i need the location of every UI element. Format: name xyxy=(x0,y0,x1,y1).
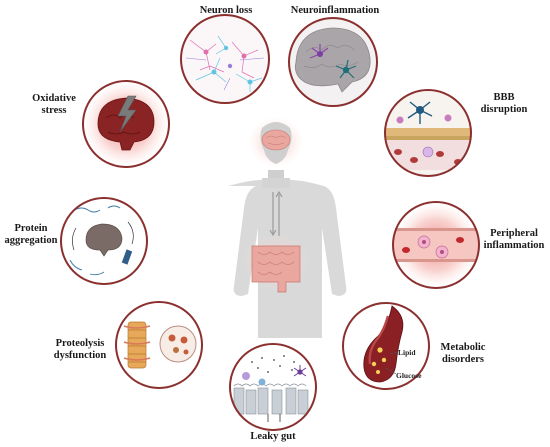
brain-in-head xyxy=(261,129,291,151)
proteolysis-dysfunction-label-line-1: Proteolysis xyxy=(55,338,105,349)
protein-aggregation-label: Protein aggregation xyxy=(3,223,59,247)
intestine-in-abdomen xyxy=(242,234,310,293)
bbb-disruption-label: BBB disruption xyxy=(474,92,534,116)
peripheral-inflammation-label: Peripheral inflammation xyxy=(482,228,546,252)
neuron-loss-label-line: Neuron loss xyxy=(199,5,253,16)
neuroinflammation-label: Neuroinflammation xyxy=(290,5,380,17)
human-body-figure xyxy=(228,116,347,338)
metabolic-disorders-label-line-2: disorders xyxy=(442,354,484,365)
leaky-gut-circle xyxy=(229,343,317,431)
protein-aggregation-label-line-1: Protein xyxy=(14,223,48,234)
peripheral-inflammation-label-line-2: inflammation xyxy=(483,240,545,251)
neuroinflammation-label-line: Neuroinflammation xyxy=(290,5,380,16)
oxidative-stress-label-line-2: stress xyxy=(41,105,67,116)
glucose-label: Glucose xyxy=(396,371,422,380)
leaky-gut-label: Leaky gut xyxy=(240,431,306,443)
neuroinflammation-circle xyxy=(288,17,378,107)
proteolysis-dysfunction-label: Proteolysis dysfunction xyxy=(48,338,112,362)
proteolysis-dysfunction-label-line-2: dysfunction xyxy=(53,350,107,361)
protein-aggregation-label-line-2: aggregation xyxy=(4,235,58,246)
protein-aggregation-circle xyxy=(60,197,148,285)
peripheral-inflammation-circle xyxy=(392,201,480,289)
metabolic-disorders-circle xyxy=(342,302,430,390)
oxidative-stress-circle xyxy=(82,80,170,168)
leaky-gut-label-line: Leaky gut xyxy=(250,431,296,442)
peripheral-inflammation-label-line-1: Peripheral xyxy=(490,228,538,239)
metabolic-disorders-label: Metabolic disorders xyxy=(434,342,492,366)
proteolysis-dysfunction-circle xyxy=(115,301,203,389)
bbb-disruption-circle xyxy=(384,89,472,177)
bbb-disruption-label-line-1: BBB xyxy=(493,92,515,103)
lipid-label: Lipid xyxy=(398,348,416,357)
oxidative-stress-label-line-1: Oxidative xyxy=(32,93,76,104)
oxidative-stress-label: Oxidative stress xyxy=(26,93,82,117)
neuron-loss-label: Neuron loss xyxy=(193,5,259,17)
bbb-disruption-label-line-2: disruption xyxy=(480,104,528,115)
metabolic-disorders-label-line-1: Metabolic xyxy=(440,342,486,353)
neuron-loss-circle xyxy=(180,14,270,104)
